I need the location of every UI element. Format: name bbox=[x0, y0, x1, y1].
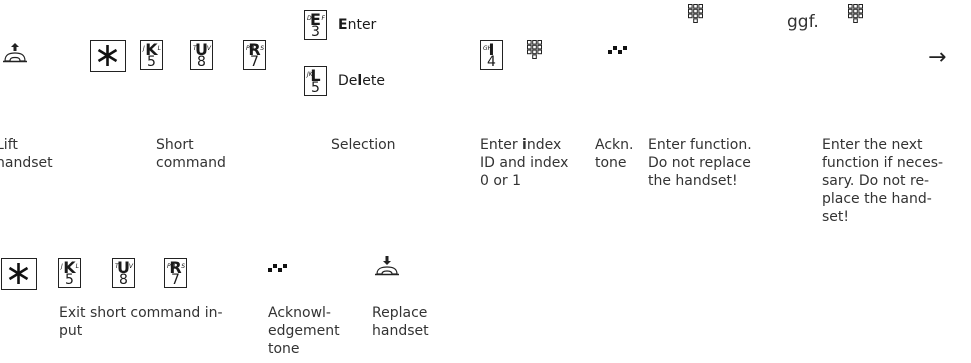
caption-next-function: Enter the next function if neces- sary. … bbox=[822, 137, 944, 225]
key-letter: U bbox=[117, 258, 130, 277]
key-letter-right: F bbox=[321, 15, 325, 22]
key-number: 3 bbox=[311, 24, 320, 40]
star-key[interactable] bbox=[1, 258, 37, 290]
delete-label: Delete bbox=[338, 73, 385, 89]
key-letter: I bbox=[488, 40, 495, 59]
key-letter-left: GH bbox=[483, 45, 493, 52]
key-number: 4 bbox=[487, 54, 496, 70]
key-number: 5 bbox=[311, 80, 320, 96]
key-letter: R bbox=[248, 40, 261, 59]
key-letter-right: V bbox=[128, 263, 133, 270]
key-letter: K bbox=[63, 258, 76, 277]
star-key[interactable] bbox=[90, 40, 126, 72]
key-letter-right: L bbox=[75, 263, 79, 270]
enter-label: Enter bbox=[338, 17, 377, 33]
key-4-i[interactable]: GH I 4 bbox=[480, 40, 503, 70]
key-number: 8 bbox=[119, 272, 128, 288]
asterisk-icon bbox=[97, 45, 118, 66]
ack-tone-icon bbox=[268, 264, 287, 272]
keypad-icon bbox=[848, 4, 863, 23]
caption-enter-index: Enter index ID and index 0 or 1 bbox=[480, 137, 569, 189]
key-letter-left: JK bbox=[307, 71, 313, 78]
asterisk-icon bbox=[8, 263, 29, 284]
key-letter-right: S bbox=[181, 263, 185, 270]
key-letter: R bbox=[169, 258, 182, 277]
key-number: 5 bbox=[65, 272, 74, 288]
key-number: 7 bbox=[250, 54, 259, 70]
key-letter-left: D bbox=[307, 15, 312, 22]
key-number: 8 bbox=[197, 54, 206, 70]
key-letter: L bbox=[310, 66, 321, 85]
key-letter: E bbox=[310, 10, 321, 29]
key-5-k[interactable]: J K L 5 bbox=[140, 40, 163, 70]
key-letter-right: S bbox=[260, 45, 264, 52]
key-7-r[interactable]: PQ R S 7 bbox=[164, 258, 187, 288]
key-letter-right: L bbox=[157, 45, 161, 52]
caption-selection: Selection bbox=[331, 137, 396, 153]
key-5-l[interactable]: JK L 5 bbox=[304, 66, 327, 96]
key-letter-left: PQ bbox=[167, 263, 176, 270]
key-letter: K bbox=[145, 40, 158, 59]
caption-acknowledgement-tone: Acknowl- edgement tone bbox=[268, 305, 340, 357]
keypad-icon bbox=[688, 4, 703, 23]
key-number: 5 bbox=[147, 54, 156, 70]
key-7-r[interactable]: PQ R S 7 bbox=[243, 40, 266, 70]
ggf-label: ggf. bbox=[787, 12, 819, 32]
ack-tone-icon bbox=[608, 46, 627, 54]
caption-ackn-tone: Ackn.tone bbox=[595, 137, 634, 171]
lift-handset-icon bbox=[3, 43, 27, 63]
key-8-u[interactable]: T U V 8 bbox=[112, 258, 135, 288]
key-5-k[interactable]: J K L 5 bbox=[58, 258, 81, 288]
arrow-right-icon: → bbox=[928, 45, 947, 70]
caption-lift-handset: Lifthandset bbox=[0, 137, 53, 171]
key-letter: U bbox=[195, 40, 208, 59]
key-letter-left: PQ bbox=[246, 45, 255, 52]
key-letter-left: T bbox=[193, 45, 197, 52]
caption-exit-short-command: Exit short command in-put bbox=[59, 305, 223, 339]
caption-enter-function: Enter function. Do not replace the hands… bbox=[648, 137, 752, 189]
replace-handset-icon bbox=[375, 256, 399, 276]
key-3-e[interactable]: D E F 3 bbox=[304, 10, 327, 40]
key-letter-left: J bbox=[61, 263, 63, 270]
key-letter-left: T bbox=[115, 263, 119, 270]
keypad-icon bbox=[527, 40, 542, 59]
key-letter-right: V bbox=[206, 45, 211, 52]
key-8-u[interactable]: T U V 8 bbox=[190, 40, 213, 70]
key-letter-left: J bbox=[143, 45, 145, 52]
key-number: 7 bbox=[171, 272, 180, 288]
